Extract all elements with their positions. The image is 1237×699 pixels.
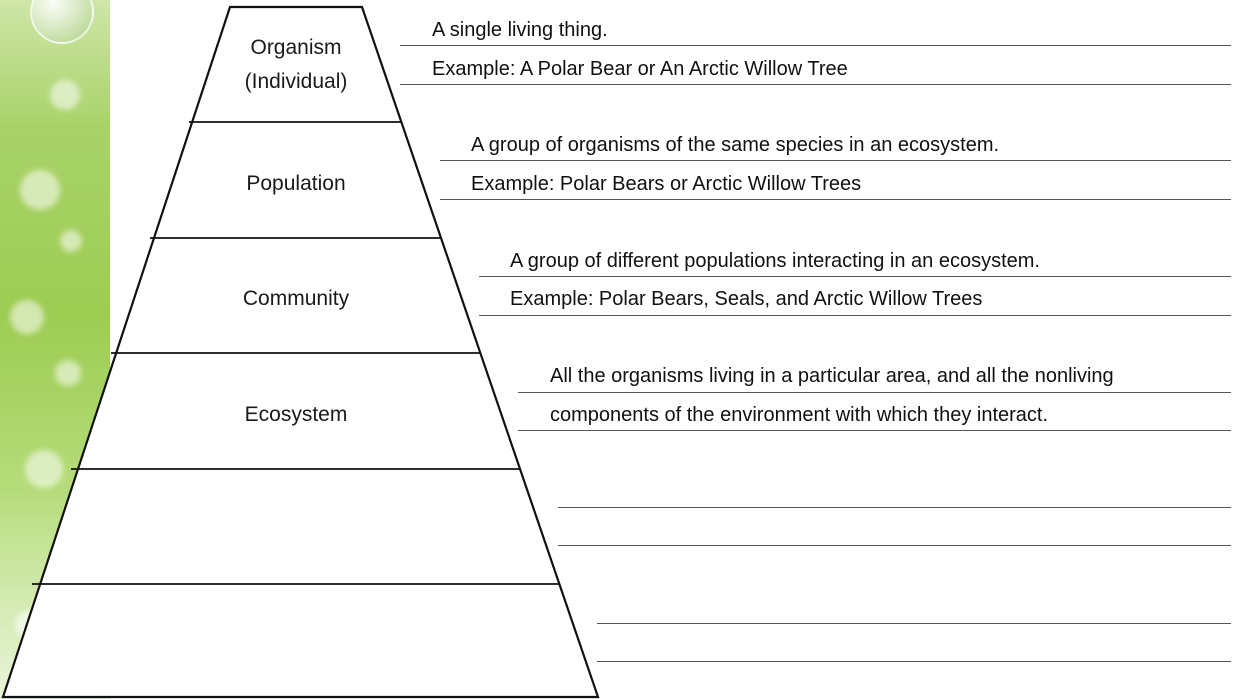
organism-example: Example: A Polar Bear or An Arctic Willo… — [432, 58, 848, 80]
tier-name: Organism — [250, 36, 342, 59]
tier-label-ecosystem: Ecosystem — [244, 403, 348, 426]
answer-line — [597, 623, 1231, 624]
answer-line — [479, 276, 1231, 277]
ecosystem-example: components of the environment with which… — [550, 404, 1049, 426]
answer-line — [597, 661, 1231, 662]
answer-line — [400, 45, 1231, 46]
pyramid-shape — [1, 5, 600, 699]
answer-line — [440, 160, 1231, 161]
answer-line — [479, 315, 1231, 316]
tier-subname: (Individual) — [244, 70, 348, 93]
bokeh-light — [20, 170, 60, 210]
bokeh-light — [10, 300, 44, 334]
community-definition: A group of different populations interac… — [510, 250, 1040, 272]
bokeh-light — [60, 230, 82, 252]
answer-line — [558, 545, 1231, 546]
community-example: Example: Polar Bears, Seals, and Arctic … — [510, 288, 983, 310]
bokeh-light — [50, 80, 80, 110]
answer-line — [518, 430, 1231, 431]
tier-label-population: Population — [246, 172, 346, 195]
ecosystem-definition: All the organisms living in a particular… — [550, 365, 1114, 387]
organism-definition: A single living thing. — [432, 19, 608, 41]
tier-label-organism: Organism (Individual) — [186, 31, 406, 99]
answer-line — [400, 84, 1231, 85]
bokeh-light — [25, 450, 63, 488]
bokeh-light — [55, 360, 81, 386]
answer-line — [518, 392, 1231, 393]
answer-line — [558, 507, 1231, 508]
tier-label-community: Community — [242, 287, 350, 310]
population-example: Example: Polar Bears or Arctic Willow Tr… — [471, 173, 862, 195]
population-definition: A group of organisms of the same species… — [471, 134, 1000, 156]
answer-line — [440, 199, 1231, 200]
